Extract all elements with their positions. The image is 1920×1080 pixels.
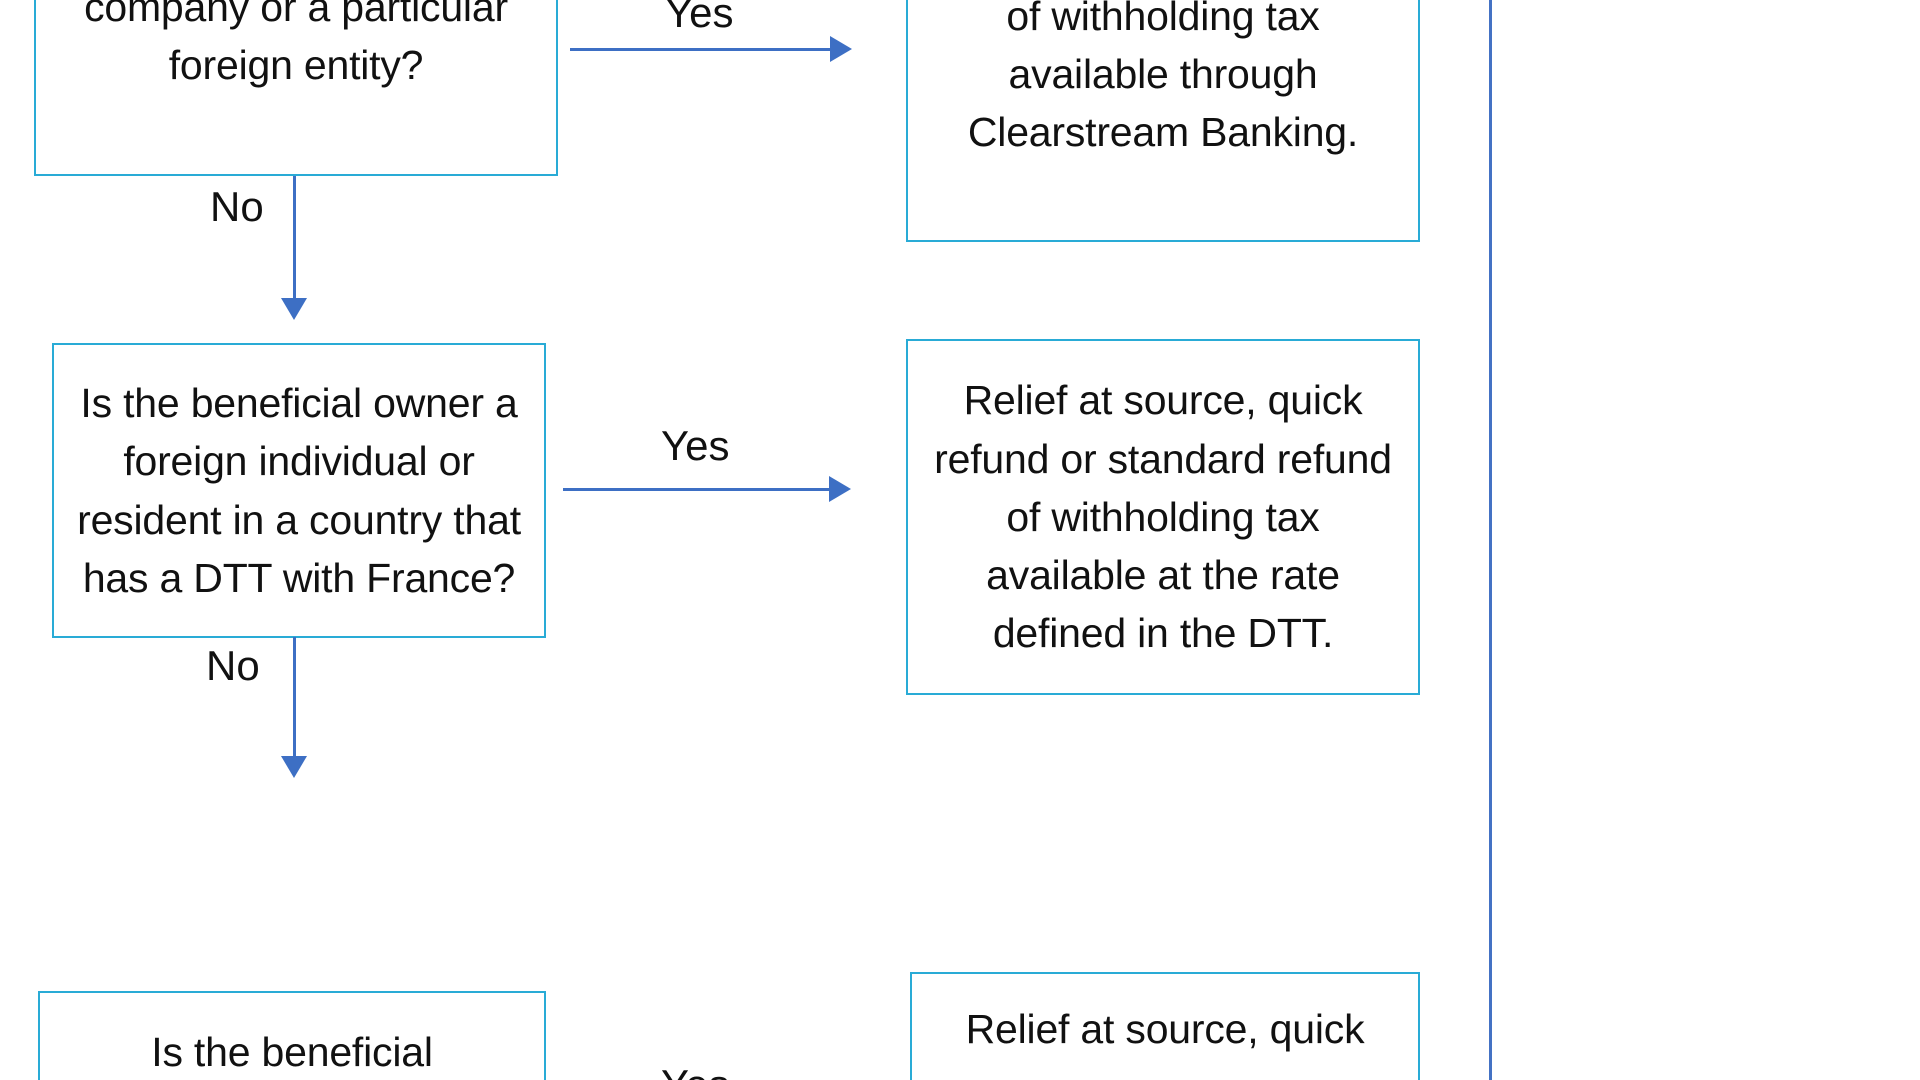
connector-arrowhead-q2-to-q3: [281, 756, 307, 778]
edge-label-yes-3: Yes: [661, 1064, 730, 1080]
outcome-node-relief-at-source-3-text: Relief at source, quick: [965, 1006, 1365, 1052]
outcome-node-dtt-rate-text: Relief at source, quick refund or standa…: [934, 377, 1392, 657]
decision-node-beneficial-owner-3-text: Is the beneficial: [151, 1029, 433, 1075]
edge-label-yes-1: Yes: [665, 0, 734, 36]
decision-node-foreign-individual-dtt-text: Is the beneficial owner a foreign indivi…: [77, 380, 521, 601]
connector-arrowhead-q2-to-o2: [829, 476, 851, 502]
page-border-rule: [1489, 0, 1492, 1080]
connector-line-q1-to-q2: [293, 176, 296, 300]
decision-node-foreign-individual-dtt[interactable]: Is the beneficial owner a foreign indivi…: [52, 343, 546, 638]
outcome-node-dtt-rate[interactable]: Relief at source, quick refund or standa…: [906, 339, 1420, 695]
edge-label-no-1: No: [210, 183, 264, 230]
outcome-node-relief-at-source-3[interactable]: Relief at source, quick: [910, 972, 1420, 1080]
edge-label-yes-2: Yes: [661, 422, 730, 469]
outcome-node-clearstream-banking[interactable]: refund or standard refund of withholding…: [906, 0, 1420, 242]
decision-node-eu-parent-company[interactable]: an eligible EU parent company or a parti…: [34, 0, 558, 176]
connector-line-q2-to-o2: [563, 488, 831, 491]
connector-arrowhead-q1-to-o1: [830, 36, 852, 62]
connector-arrowhead-q1-to-q2: [281, 298, 307, 320]
outcome-node-clearstream-banking-text: refund or standard refund of withholding…: [967, 0, 1359, 156]
decision-node-beneficial-owner-3[interactable]: Is the beneficial: [38, 991, 546, 1080]
connector-line-q1-to-o1: [570, 48, 832, 51]
edge-label-no-2: No: [206, 642, 260, 689]
decision-node-eu-parent-company-text: an eligible EU parent company or a parti…: [84, 0, 508, 89]
connector-line-q2-to-q3: [293, 637, 296, 758]
